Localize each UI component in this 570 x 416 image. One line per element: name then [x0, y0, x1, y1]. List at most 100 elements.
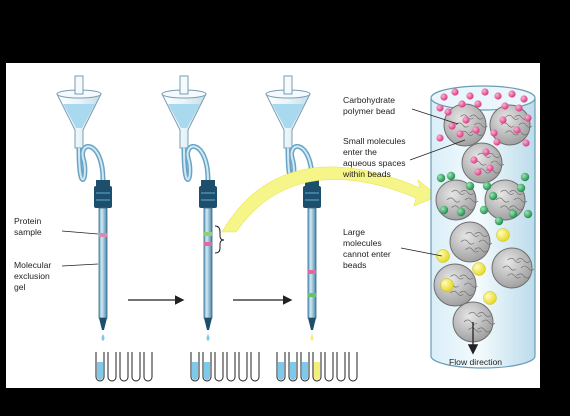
small-molecule-green: [465, 181, 475, 191]
svg-text:gel: gel: [14, 282, 26, 292]
small-molecule-pink: [494, 92, 502, 100]
small-molecule-pink: [520, 95, 528, 103]
sample-band: [99, 233, 107, 237]
bead-matrix: [460, 231, 493, 253]
label-gel: Molecular exclusion gel: [14, 260, 99, 292]
column-tip: [308, 318, 316, 330]
small-molecule-pink: [513, 126, 521, 134]
collection-tube: [226, 352, 236, 382]
polymer-bead: [484, 179, 526, 221]
small-molecule-pink: [508, 90, 516, 98]
sample-band: [204, 242, 212, 246]
svg-text:polymer bead: polymer bead: [343, 106, 395, 116]
tube-fraction: [97, 362, 103, 380]
small-molecule-pink: [440, 93, 448, 101]
large-molecule-yellow: [483, 291, 497, 305]
small-molecule-pink: [436, 134, 444, 142]
svg-text:molecules: molecules: [343, 238, 382, 248]
label-small-molecules: Small molecules enter the aqueous spaces…: [342, 136, 466, 179]
small-molecule-pink: [436, 104, 444, 112]
small-molecule-pink: [524, 114, 532, 122]
small-molecule-green: [520, 172, 530, 182]
small-molecule-pink: [474, 100, 482, 108]
small-molecule-green: [494, 216, 504, 226]
tubing-highlight: [78, 145, 104, 181]
small-molecule-pink: [474, 168, 482, 176]
bead-matrix: [502, 257, 535, 279]
band-bracket: [214, 225, 225, 254]
svg-text:Carbohydrate: Carbohydrate: [343, 95, 395, 105]
collection-tube: [107, 352, 117, 382]
label-large-molecules: Large molecules cannot enter beads: [343, 227, 443, 270]
svg-text:Small molecules: Small molecules: [343, 136, 406, 146]
small-molecule-green: [439, 205, 449, 215]
collection-tube: [238, 352, 248, 382]
small-molecule-green: [482, 181, 492, 191]
column-body: [203, 207, 213, 319]
bead-matrix: [463, 311, 496, 333]
label-flow-direction: Flow direction: [449, 357, 502, 367]
collection-tube: [336, 352, 346, 382]
column-tip: [204, 318, 212, 330]
small-molecule-pink: [444, 108, 452, 116]
small-molecule-pink: [499, 116, 507, 124]
funnel-buffer: [63, 104, 95, 128]
svg-text:exclusion: exclusion: [14, 271, 50, 281]
small-molecule-pink: [458, 100, 466, 108]
polymer-bead: [491, 247, 533, 289]
svg-text:Large: Large: [343, 227, 365, 237]
bead-matrix: [500, 114, 533, 136]
tube-fraction: [302, 362, 308, 380]
collection-tube: [324, 352, 334, 382]
column-tip: [99, 318, 107, 330]
collection-tube: [348, 352, 358, 382]
column-cap: [199, 186, 217, 208]
small-molecule-pink: [470, 156, 478, 164]
funnel-buffer: [168, 104, 200, 128]
funnel-stem: [283, 75, 293, 95]
column-body: [307, 207, 317, 319]
large-molecule-yellow: [472, 262, 486, 276]
column-setups: [56, 75, 358, 382]
collection-tube: [143, 352, 153, 382]
collection-tube: [119, 352, 129, 382]
stage-2: [161, 75, 260, 382]
sample-band: [308, 293, 316, 297]
svg-text:within beads: within beads: [342, 169, 391, 179]
polymer-bead: [433, 263, 477, 307]
tube-fraction: [192, 362, 198, 380]
small-molecule-green: [488, 191, 498, 201]
small-molecule-green: [436, 173, 446, 183]
polymer-bead: [489, 104, 531, 146]
label-bead: Carbohydrate polymer bead: [343, 95, 459, 125]
funnel-buffer: [272, 104, 304, 128]
small-molecule-pink: [466, 92, 474, 100]
collection-tube: [250, 352, 260, 382]
tube-fraction: [204, 362, 210, 380]
small-molecule-pink: [456, 130, 464, 138]
small-molecule-pink: [451, 88, 459, 96]
small-molecule-green: [516, 183, 526, 193]
small-molecule-green: [508, 209, 518, 219]
small-molecule-pink: [482, 148, 490, 156]
tube-fraction: [314, 362, 320, 380]
small-molecule-pink: [448, 122, 456, 130]
column-cap: [303, 186, 321, 208]
label-protein-sample: Protein sample: [14, 216, 99, 237]
small-molecule-green: [446, 171, 456, 181]
column-body: [98, 207, 108, 319]
svg-text:aqueous spaces: aqueous spaces: [343, 158, 406, 168]
eluate-drop: [310, 334, 314, 341]
svg-text:Protein: Protein: [14, 216, 41, 226]
small-molecule-pink: [522, 139, 530, 147]
small-molecule-green: [456, 207, 466, 217]
small-molecule-pink: [472, 126, 480, 134]
small-molecule-pink: [486, 164, 494, 172]
small-molecule-green: [523, 209, 533, 219]
large-molecule-yellow: [496, 228, 510, 242]
tube-fraction: [290, 362, 296, 380]
small-molecule-pink: [462, 116, 470, 124]
stage-3: [265, 75, 358, 382]
tube-fraction: [278, 362, 284, 380]
